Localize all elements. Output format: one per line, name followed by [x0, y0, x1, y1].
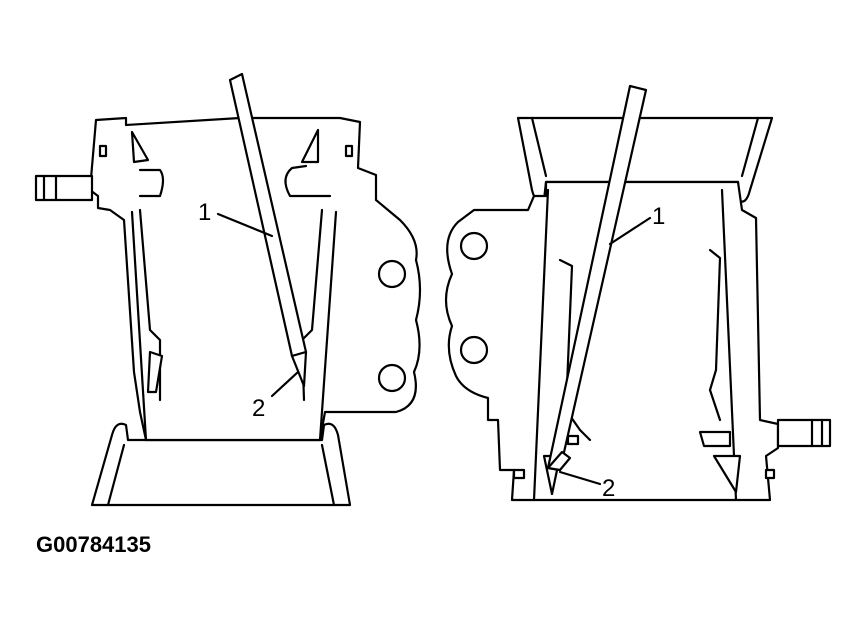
- right-view: 1 2: [444, 84, 832, 502]
- right-callout-1: 1: [652, 203, 665, 230]
- left-leader-1: [216, 212, 274, 238]
- left-callout-2: 2: [252, 395, 265, 422]
- right-housing: [444, 180, 832, 502]
- left-leader-2: [270, 370, 300, 398]
- figure-id: G00784135: [36, 532, 151, 557]
- bolt-hole: [377, 363, 407, 393]
- bolt-hole: [377, 259, 407, 289]
- left-callout-1: 1: [198, 199, 211, 226]
- bolt-hole: [459, 231, 489, 261]
- right-leader-2: [558, 470, 602, 486]
- left-view: 1 2: [34, 72, 422, 507]
- right-tool: [546, 84, 648, 472]
- left-housing: [34, 116, 422, 442]
- left-support-fixture: [90, 422, 352, 507]
- bolt-hole: [459, 335, 489, 365]
- right-callout-2: 2: [602, 475, 615, 502]
- right-leader-1: [608, 216, 652, 246]
- left-tool: [228, 72, 308, 388]
